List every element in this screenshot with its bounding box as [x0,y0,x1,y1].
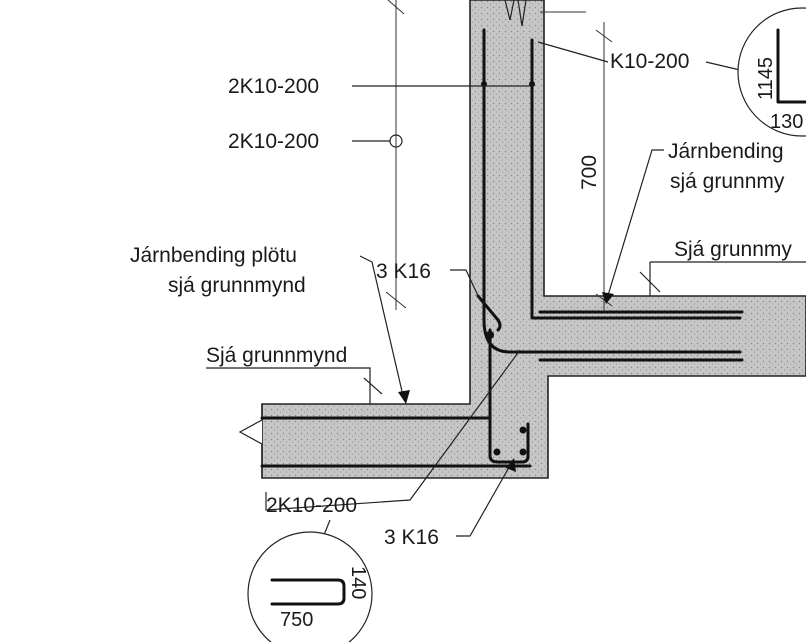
leader-see-plan-right-tick [639,271,661,293]
label-dim-700: 700 [578,155,601,190]
leader-2k10-bottom [265,349,521,511]
bar-shape-detail-top-right: 1145 130 [737,7,806,137]
detail-top-right-leg-vertical: 1145 [755,57,777,100]
leader-see-plan-right [649,261,806,296]
wall-bar-right [530,38,742,320]
label-slab-bending-left-2: sjá grunnmynd [168,274,306,297]
label-see-plan-right: Sjá grunnmy [674,238,792,261]
leader-3k16-upper [450,269,481,301]
detail-top-right-leg-horizontal: 130 [770,111,803,133]
label-3k16-upper: 3 K16 [376,260,431,283]
leader-see-plan-left [206,367,371,404]
leader-see-plan-left-tick [363,377,383,395]
label-see-plan-left: Sjá grunnmynd [206,344,347,367]
leader-k10-right [537,41,609,63]
label-2k10-bottom: 2K10-200 [266,494,357,517]
corner-u-bar [488,328,530,464]
leader-3k16-lower [456,461,513,537]
label-k10-right: K10-200 [610,50,689,73]
label-slab-bending-right-1: Járnbending [668,140,784,163]
leader-slab-left-arrow [398,390,410,404]
label-slab-bending-left-1: Járnbending plötu [130,244,297,267]
detail-bottom-leg-horizontal: 750 [280,609,313,631]
dim-tick-left-top [387,0,405,15]
leader-slab-left [359,255,405,401]
detail-bottom-leg-vertical: 140 [347,566,369,599]
label-3k16-lower: 3 K16 [384,526,439,549]
leader-detail-top-right [705,61,741,71]
leader-3k16-lower-arrow [506,458,516,472]
dim-tick-left-bottom [385,291,407,309]
label-2k10-mid: 2K10-200 [228,130,319,153]
dim-tick-700-bottom [595,293,613,307]
leader-slab-right [605,149,664,303]
label-2k10-top: 2K10-200 [228,75,319,98]
label-slab-bending-right-2: sjá grunnmy [670,170,785,193]
break-line-left [238,404,263,478]
upper-hook-bar [476,294,502,332]
dim-tick-700-top [595,29,613,43]
bar-shape-detail-bottom: 750 140 [247,531,373,642]
leader-slab-right-arrow [602,292,614,304]
break-line-top [504,0,527,27]
